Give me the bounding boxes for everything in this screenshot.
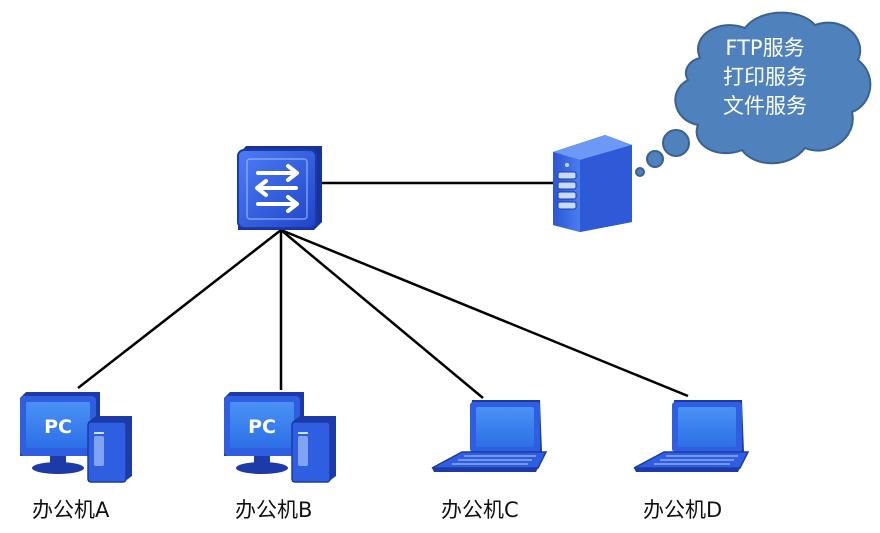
- pc-a-label: 办公机A: [32, 498, 110, 522]
- pc-screen-label: PC: [248, 416, 276, 438]
- pc-b-label: 办公机B: [235, 498, 313, 522]
- laptop-c-label: 办公机C: [441, 498, 519, 522]
- laptop-c-icon: [431, 400, 548, 472]
- link-switch-pc-a: [77, 229, 282, 389]
- service-print: 打印服务: [723, 65, 807, 89]
- link-switch-laptop-c: [280, 229, 484, 399]
- pc-screen-label: PC: [44, 416, 72, 438]
- laptop-d-icon: [633, 400, 750, 472]
- pc-b-desktop-icon: PC: [224, 392, 336, 483]
- laptop-d-label: 办公机D: [643, 498, 723, 522]
- thought-cloud-icon: [635, 11, 872, 177]
- link-switch-laptop-d: [280, 228, 689, 398]
- service-file: 文件服务: [723, 94, 807, 118]
- service-ftp: FTP服务: [725, 36, 805, 60]
- server-tower-icon: [553, 135, 632, 232]
- network-switch-icon: [237, 146, 322, 230]
- network-links: [77, 181, 689, 399]
- services-list: FTP服务 打印服务 文件服务: [690, 34, 840, 121]
- pc-a-desktop-icon: PC: [20, 392, 132, 483]
